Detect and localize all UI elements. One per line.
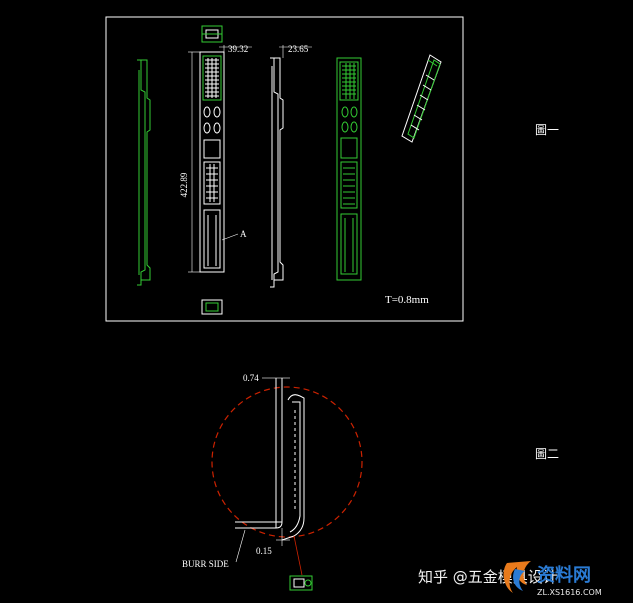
callout-a: A [240,229,247,239]
flat-pattern-green [336,57,362,281]
connector-detail-top [201,25,223,43]
site-logo-name: 资料网 [537,564,591,586]
dim-vertical-label: 422.89 [179,172,189,197]
dim-015-label: 0.15 [256,546,272,556]
side-view-left [137,59,151,286]
detail-circle [211,386,363,538]
site-logo: 资料网 ZL.XS1616.COM [503,561,602,597]
dim-2365-label: 23.65 [288,44,309,54]
connector-detail-figure2 [289,575,313,591]
callout-leader [221,233,239,241]
site-logo-url: ZL.XS1616.COM [537,588,602,597]
burr-leader [235,529,246,563]
burr-side-label: BURR SIDE [182,559,229,569]
flat-pattern-main [199,51,225,273]
dim-3932-label: 39.32 [228,44,248,54]
figure1-frame [105,16,464,322]
section-profile [235,378,305,541]
isometric-view [401,54,442,143]
dim-074-label: 0.74 [243,373,259,383]
thickness-note: T=0.8mm [385,294,429,306]
connector-detail-bottom [201,299,223,315]
figure2-label: 圖二 [535,447,559,461]
side-view-middle [270,57,284,288]
figure1-label: 圖一 [535,123,559,137]
